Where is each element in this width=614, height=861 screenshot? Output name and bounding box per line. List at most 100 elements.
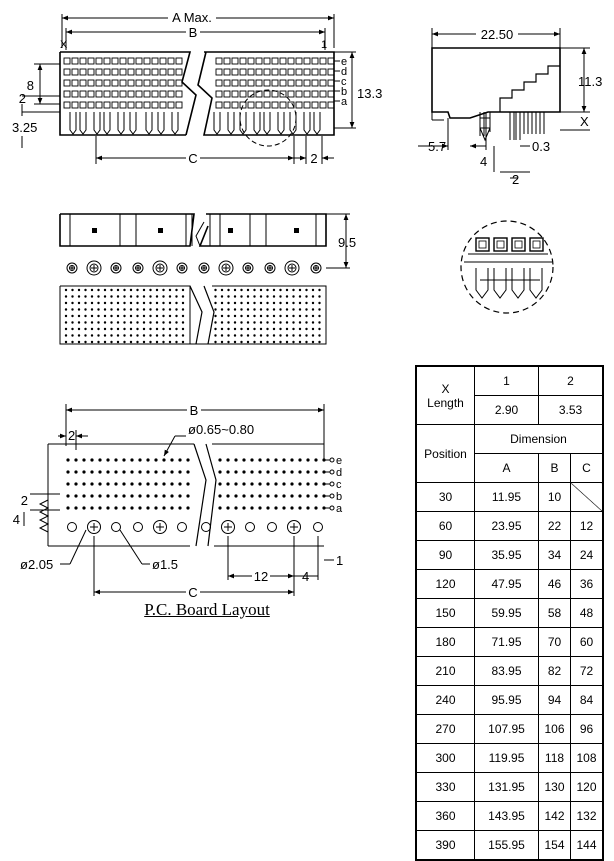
contact-cell: [135, 79, 143, 87]
dimension-table: X Length 1 2 2.90 3.53 Position Dimensio…: [415, 365, 604, 861]
mount-post: [152, 260, 168, 276]
contact-cell: [295, 79, 303, 87]
signal-hole: [106, 494, 110, 498]
signal-hole: [258, 458, 262, 462]
signal-hole: [282, 482, 286, 486]
detail-contact: [493, 237, 508, 252]
table-cell-c: 96: [570, 714, 604, 744]
contact-pin: [253, 112, 261, 135]
contact-pin: [227, 112, 235, 135]
contact-cell: [127, 101, 135, 109]
table-cell-a: 155.95: [474, 830, 539, 861]
signal-hole: [250, 494, 254, 498]
contact-cell: [135, 101, 143, 109]
contact-cell: [263, 79, 271, 87]
signal-hole: [298, 458, 302, 462]
dim-11-3: 11.3: [578, 74, 602, 89]
contact-cell: [95, 101, 103, 109]
signal-hole: [170, 482, 174, 486]
mark-1: 1: [321, 39, 327, 51]
table-cell-pos: 390: [415, 830, 475, 861]
contact-cell: [79, 101, 87, 109]
signal-hole: [98, 506, 102, 510]
table-cell-b: 94: [538, 685, 571, 715]
latch-marker: [158, 228, 163, 233]
signal-hole: [226, 494, 230, 498]
mount-post: [86, 260, 102, 276]
table-cell-c: 120: [570, 772, 604, 802]
contact-cell: [71, 90, 79, 98]
side-pin: [523, 112, 529, 134]
table-cell-b: 118: [538, 743, 571, 773]
contact-cell: [87, 79, 95, 87]
signal-hole: [258, 482, 262, 486]
signal-hole: [114, 458, 118, 462]
mount-hole: [221, 520, 235, 534]
signal-hole: [306, 470, 310, 474]
col-a-header: A: [474, 453, 539, 483]
table-cell-b: 142: [538, 801, 571, 831]
table-cell-c: 72: [570, 656, 604, 686]
dim-22-50: 22.50: [481, 27, 514, 42]
signal-hole: [138, 494, 142, 498]
signal-hole: [178, 482, 182, 486]
contact-cell: [167, 57, 175, 65]
guide-hole: [177, 522, 187, 532]
dim-3-25: 3.25: [12, 120, 37, 135]
contact-cell: [247, 68, 255, 76]
mount-post: [218, 260, 234, 276]
table-cell-b: 58: [538, 598, 571, 628]
contact-cell: [263, 68, 271, 76]
contact-cell: [279, 79, 287, 87]
contact-cell: [111, 57, 119, 65]
dim-9-5: 9.5: [338, 235, 356, 250]
contact-cell: [239, 57, 247, 65]
signal-hole: [122, 470, 126, 474]
contact-cell: [71, 68, 79, 76]
signal-hole: [298, 506, 302, 510]
contact-cell: [119, 101, 127, 109]
signal-hole: [298, 470, 302, 474]
signal-hole: [114, 506, 118, 510]
guide-hole: [111, 522, 121, 532]
contact-cell: [295, 90, 303, 98]
contact-cell: [87, 101, 95, 109]
signal-hole: [178, 494, 182, 498]
side-pin: [531, 112, 537, 134]
top-contact-dots: [64, 288, 321, 344]
contact-cell: [223, 57, 231, 65]
signal-hole: [170, 458, 174, 462]
signal-hole: [250, 482, 254, 486]
x-value-2: 2: [538, 365, 604, 396]
table-cell-pos: 270: [415, 714, 475, 744]
pcb-dim-b: B: [190, 403, 199, 418]
signal-hole: [282, 470, 286, 474]
table-cell-pos: 360: [415, 801, 475, 831]
table-cell-b: 10: [538, 482, 571, 512]
signal-hole: [226, 506, 230, 510]
contact-cell: [247, 57, 255, 65]
table-cell-c: 24: [570, 540, 604, 570]
contact-cell: [295, 101, 303, 109]
contact-cell: [87, 90, 95, 98]
contact-cell: [143, 68, 151, 76]
contact-cell: [231, 68, 239, 76]
latch-marker: [294, 228, 299, 233]
contact-cell: [127, 68, 135, 76]
table-cell-c: 36: [570, 569, 604, 599]
contact-pin: [277, 112, 285, 135]
col-c-header: C: [570, 453, 604, 483]
contact-cell: [295, 68, 303, 76]
contact-cell: [71, 57, 79, 65]
signal-hole: [162, 470, 166, 474]
guide-hole: [67, 522, 77, 532]
table-cell-a: 119.95: [474, 743, 539, 773]
contact-cell: [263, 90, 271, 98]
contact-cell: [143, 79, 151, 87]
signal-hole: [290, 494, 294, 498]
signal-hole: [218, 470, 222, 474]
contact-cell: [327, 57, 335, 65]
